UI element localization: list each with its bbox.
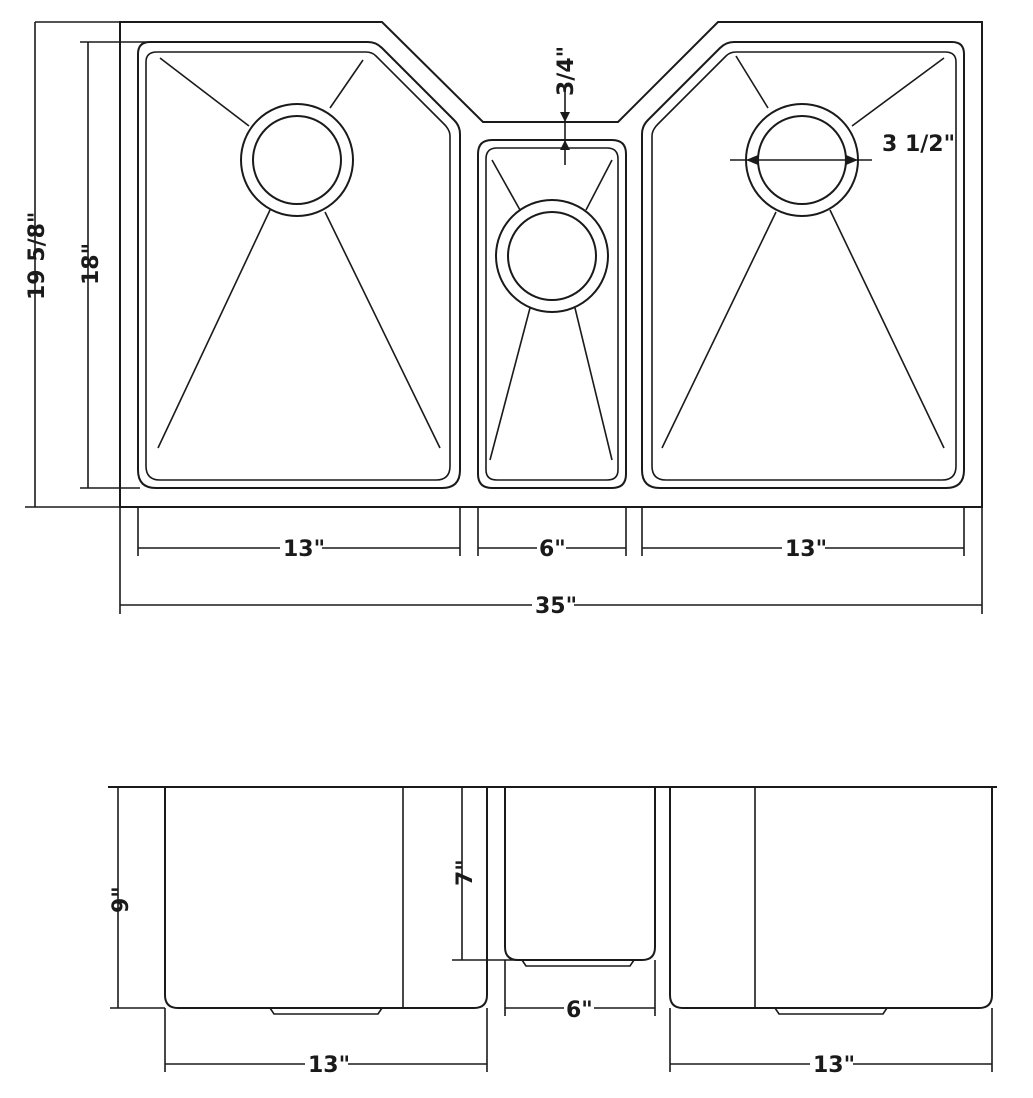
left-bowl-section (164, 787, 488, 1009)
overall-depth-dimension: 19 5/8" (25, 21, 130, 508)
middle-drain (495, 199, 609, 313)
large-bowl-depth-dimension: 9" (109, 787, 165, 1009)
overall-width-label: 35" (535, 594, 577, 619)
divider-gap-dimension: 3/4" (554, 46, 579, 165)
middle-drain-inner-ring (507, 211, 597, 301)
right-bowl-width-label: 13" (785, 537, 827, 562)
middle-bowl-drain-flange (521, 959, 635, 967)
left-bowl-width-label: 13" (283, 537, 325, 562)
right-section-width-dimension: 13" (669, 1008, 993, 1078)
bowl-depth-label: 18" (79, 243, 104, 285)
left-bowl-slope-lines (157, 57, 441, 449)
middle-bowl-outline (477, 139, 627, 489)
right-bowl-outline (641, 41, 965, 489)
right-bowl-slope-lines (661, 55, 945, 449)
middle-bowl-slope-lines (489, 159, 613, 461)
left-section-width-dimension: 13" (164, 1008, 488, 1078)
right-bowl-inner-outline (651, 51, 957, 481)
large-bowl-depth-label: 9" (109, 886, 134, 913)
right-bowl-section (669, 787, 993, 1009)
left-drain-inner-ring (252, 115, 342, 205)
drain-diameter-label: 3 1/2" (882, 132, 955, 157)
section-view: 9" 7" 6" 13" 1 (108, 786, 997, 1078)
bowl-width-dimensions: 13" 6" 13" (137, 507, 965, 562)
divider-gap-label: 3/4" (554, 46, 579, 96)
drain-diameter-dimension: 3 1/2" (730, 132, 955, 165)
bowl-depth-dimension: 18" (79, 41, 150, 489)
middle-bowl-width-label: 6" (539, 537, 566, 562)
middle-drain-outer-ring (495, 199, 609, 313)
right-bowl-drain-flange (774, 1007, 888, 1015)
left-drain (240, 103, 354, 217)
left-bowl-inner-outline (145, 51, 451, 481)
left-bowl-drain-flange (269, 1007, 383, 1015)
middle-bowl-section (504, 787, 656, 961)
middle-bowl-inner-outline (485, 147, 619, 481)
plan-view: 3 1/2" 3/4" 19 5/8" 18" (25, 21, 983, 619)
overall-width-dimension: 35" (119, 507, 983, 619)
right-section-width-label: 13" (813, 1053, 855, 1078)
small-bowl-depth-dimension: 7" (452, 787, 520, 961)
small-bowl-depth-label: 7" (453, 859, 478, 886)
left-bowl-outline (137, 41, 461, 489)
small-bowl-width-dimension: 6" (504, 960, 656, 1023)
overall-depth-label: 19 5/8" (25, 212, 50, 300)
left-section-width-label: 13" (308, 1053, 350, 1078)
small-bowl-width-label: 6" (566, 998, 593, 1023)
left-drain-outer-ring (240, 103, 354, 217)
sink-outer-outline (119, 21, 983, 508)
